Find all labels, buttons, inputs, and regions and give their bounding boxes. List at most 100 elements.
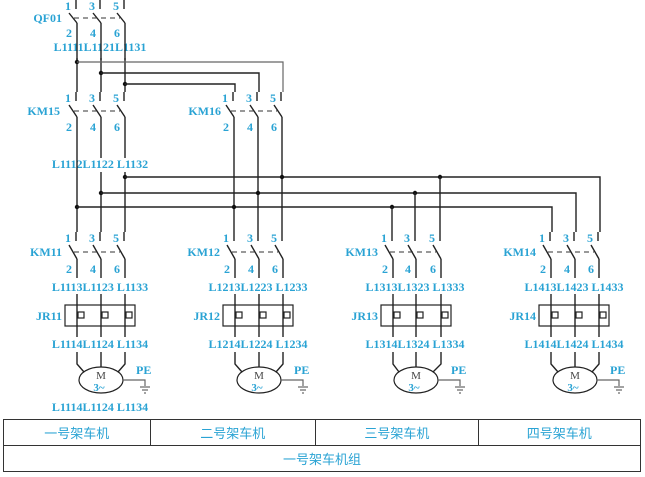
pe-wire [438,379,461,386]
KM11-contact-blade [116,244,126,260]
KM14-pin-label: 4 [564,262,570,276]
motor-lead [275,352,284,373]
legend-table: 一号架车机 二号架车机 三号架车机 四号架车机 一号架车机组 [3,419,642,472]
KM13-pin-label: 4 [405,262,411,276]
KM13-label: KM13 [345,245,378,259]
KM14-contact-blade [590,244,600,260]
KM16-pin-label: 6 [271,120,277,134]
thermal-relay-label: JR13 [351,309,378,323]
KM14-label: KM14 [503,245,536,259]
motor-lead [117,352,126,373]
motor-lead [234,352,243,373]
KM13-contact-blade [384,244,394,260]
motor-lead [76,352,85,373]
KM15-label: KM15 [27,104,60,118]
KM11-pin-label: 2 [66,262,72,276]
KM14-pin-label: 3 [563,231,569,245]
KM12-contact-blade [226,244,236,260]
KM15-pin-label: 4 [90,120,96,134]
KM13-pin-label: 5 [429,231,435,245]
cell-unit-1: 一号架车机 [3,419,151,446]
KM12-contact-blade [274,244,284,260]
thermal-element-icon [416,311,424,319]
motor-label-3phase: 3~ [567,382,579,394]
motor-label-3phase: 3~ [93,382,105,394]
contactor-output-labels: L1313L1323 L1333 [365,280,464,294]
KM12-pin-label: 3 [247,231,253,245]
contactor-output-labels: L1413L1423 L1433 [524,280,623,294]
pe-label: PE [136,363,151,377]
QF01-pin-label: 6 [114,26,120,40]
QF01-pin-label: 2 [66,26,72,40]
QF01-label: QF01 [33,11,62,25]
KM16-pin-label: 5 [270,91,276,105]
cell-unit-2: 二号架车机 [149,419,317,446]
KM16-contact-blade [273,104,283,118]
KM13-pin-label: 1 [381,231,387,245]
thermal-relay-label: JR14 [509,309,536,323]
junction-dot [255,190,261,196]
KM15-contact-blade [116,104,126,118]
relay-output-labels: L1414L1424 L1434 [524,337,623,351]
KM14-contact-blade [542,244,552,260]
motor-terminal-labels: L1114L1124 L1134 [52,400,148,414]
KM11-pin-label: 5 [113,231,119,245]
KM16-pin-label: 3 [246,91,252,105]
thermal-element-icon [77,311,85,319]
thermal-relay-label: JR12 [193,309,220,323]
KM16-pin-label: 2 [223,120,229,134]
motor-lead [591,352,600,373]
KM15-pin-label: 2 [66,120,72,134]
motor-label-m: M [570,370,580,382]
QF01-pin-label: 4 [90,26,96,40]
thermal-relay-box [64,304,136,327]
KM15-contact-blade [68,104,78,118]
cell-unit-4: 四号架车机 [477,419,642,446]
KM12-pin-label: 4 [248,262,254,276]
KM14-pin-label: 2 [540,262,546,276]
motor-label-m: M [96,370,106,382]
QF01-contact-blade [68,12,78,24]
crossover-b-to-km16-3 [101,72,260,92]
KM12-pin-label: 6 [272,262,278,276]
KM11-pin-label: 6 [114,262,120,276]
KM14-pin-label: 6 [588,262,594,276]
KM12-pin-label: 1 [223,231,229,245]
thermal-element-icon [283,311,291,319]
QF01-contact-blade [116,12,126,24]
KM11-pin-label: 4 [90,262,96,276]
thermal-relay-label: JR11 [36,309,62,323]
pe-label: PE [294,363,309,377]
bus-phase-a [77,206,553,232]
KM12-label: KM12 [187,245,220,259]
motor-label-3phase: 3~ [251,382,263,394]
KM15-pin-label: 3 [89,91,95,105]
cell-unit-3: 三号架车机 [315,419,479,446]
relay-output-labels: L1314L1324 L1334 [365,337,464,351]
KM14-pin-label: 1 [539,231,545,245]
KM16-label: KM16 [188,104,221,118]
junction-dot [231,204,237,210]
contactor-output-labels: L1113L1123 L1133 [52,280,148,294]
km15-output-labels: L1112L1122 L1132 [52,157,148,171]
cell-group: 一号架车机组 [3,445,641,472]
KM11-pin-label: 3 [89,231,95,245]
pe-label: PE [610,363,625,377]
KM15-pin-label: 6 [114,120,120,134]
QF01-pin-label: 3 [89,0,95,13]
motor-lead [392,352,400,373]
motor-label-3phase: 3~ [408,382,420,394]
thermal-element-icon [599,311,607,319]
KM15-pin-label: 1 [65,91,71,105]
KM14-pin-label: 5 [587,231,593,245]
relay-output-labels: L1114L1124 L1134 [52,337,148,351]
KM13-pin-label: 3 [404,231,410,245]
KM11-label: KM11 [30,245,62,259]
motor-label-m: M [411,370,421,382]
thermal-relay-box [538,304,610,327]
pe-label: PE [451,363,466,377]
thermal-element-icon [575,311,583,319]
thermal-element-icon [551,311,559,319]
thermal-element-icon [101,311,109,319]
junction-dot [279,174,285,180]
